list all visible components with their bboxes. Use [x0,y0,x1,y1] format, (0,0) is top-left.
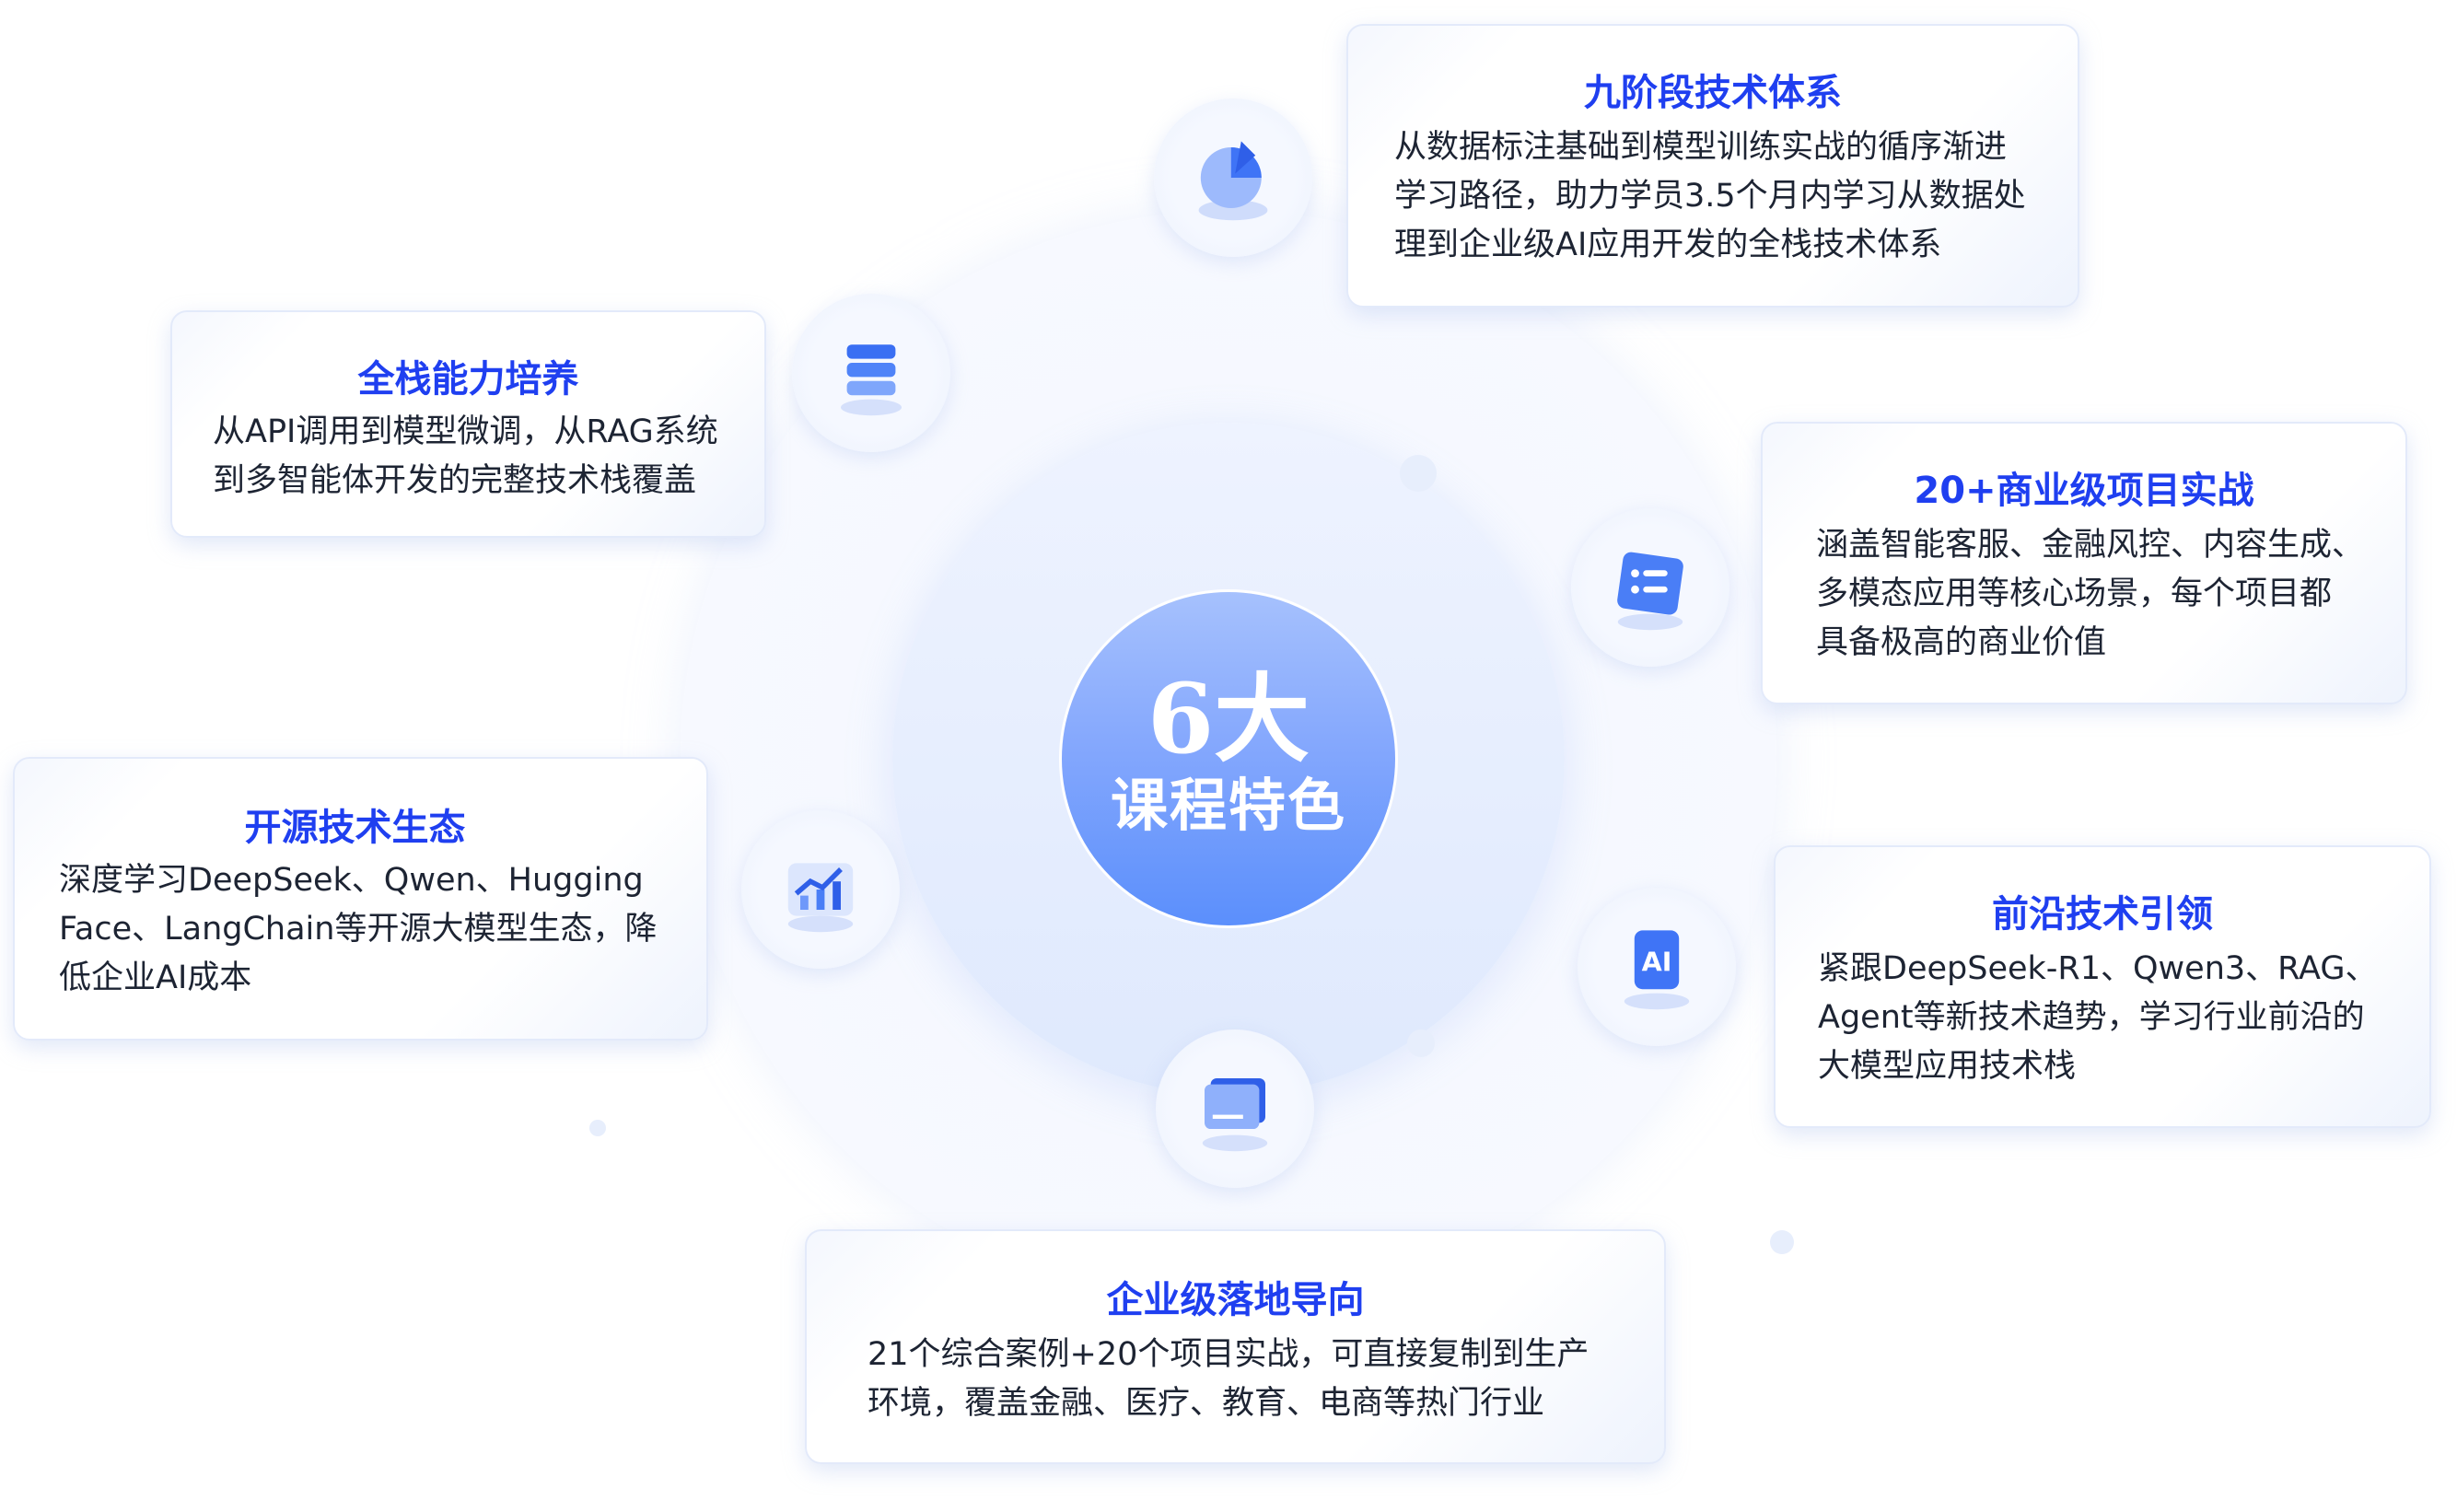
layers-icon [792,294,950,452]
card-title: 20+商业级项目实战 [1914,470,2254,512]
decor-dot [1770,1230,1794,1254]
card-line: 从API调用到模型微调，从RAG系统 [213,413,718,450]
card-line: 理到企业级AI应用开发的全栈技术体系 [1394,227,1942,263]
card-line: 环境，覆盖金融、医疗、教育、电商等热门行业 [868,1385,1545,1422]
decor-dot [1400,455,1437,492]
card-line: 紧跟DeepSeek-R1、Qwen3、RAG、 [1818,950,2378,987]
card-line: 学习路径，助力学员3.5个月内学习从数据处 [1394,178,2026,215]
feature-card-nine-stage: 九阶段技术体系 从数据标注基础到模型训练实战的循序渐进 学习路径，助力学员3.5… [1346,24,2079,308]
card-body: 紧跟DeepSeek-R1、Qwen3、RAG、 Agent等新技术趋势，学习行… [1818,945,2378,1091]
center-badge: 6大 课程特色 [1059,589,1398,928]
card-title: 全栈能力培养 [357,358,579,401]
card-body: 从数据标注基础到模型训练实战的循序渐进 学习路径，助力学员3.5个月内学习从数据… [1394,123,2026,270]
card-line: 大模型应用技术栈 [1818,1048,2077,1085]
card-body: 21个综合案例+20个项目实战，可直接复制到生产 环境，覆盖金融、医疗、教育、电… [868,1331,1589,1428]
feature-card-projects: 20+商业级项目实战 涵盖智能客服、金融风控、内容生成、 多模态应用等核心场景，… [1761,422,2407,704]
center-subtitle: 课程特色 [1110,771,1346,839]
monitor-icon [1156,1029,1314,1188]
center-title: 6大 [1147,661,1310,775]
card-line: 到多智能体开发的完整技术栈覆盖 [213,462,697,499]
decor-dot [589,1120,606,1136]
card-line: 深度学习DeepSeek、Qwen、Hugging [59,862,644,899]
feature-card-frontier: 前沿技术引领 紧跟DeepSeek-R1、Qwen3、RAG、 Agent等新技… [1774,845,2431,1128]
card-body: 从API调用到模型微调，从RAG系统 到多智能体开发的完整技术栈覆盖 [213,408,718,506]
card-line: 涵盖智能客服、金融风控、内容生成、 [1816,527,2365,564]
ai-icon-text: AI [1642,946,1672,977]
list-icon [1571,508,1729,667]
card-line: 具备极高的商业价值 [1816,624,2107,661]
card-line: 21个综合案例+20个项目实战，可直接复制到生产 [868,1336,1589,1373]
card-line: 多模态应用等核心场景，每个项目都 [1816,576,2333,612]
card-line: Agent等新技术趋势，学习行业前沿的 [1818,999,2365,1036]
card-title: 九阶段技术体系 [1584,72,1842,114]
card-body: 深度学习DeepSeek、Qwen、Hugging Face、LangChain… [59,856,657,1003]
card-line: Face、LangChain等开源大模型生态，降 [59,911,658,948]
feature-card-open-source: 开源技术生态 深度学习DeepSeek、Qwen、Hugging Face、La… [13,757,708,1041]
card-title: 企业级落地导向 [1106,1279,1365,1321]
card-line: 低企业AI成本 [59,960,252,996]
card-line: 从数据标注基础到模型训练实战的循序渐进 [1394,129,2008,166]
feature-card-fullstack: 全栈能力培养 从API调用到模型微调，从RAG系统 到多智能体开发的完整技术栈覆… [170,310,766,538]
trend-chart-icon [741,810,900,969]
feature-card-enterprise: 企业级落地导向 21个综合案例+20个项目实战，可直接复制到生产 环境，覆盖金融… [805,1229,1666,1464]
decor-dot [1407,1029,1435,1057]
ai-icon: AI [1578,888,1736,1046]
card-body: 涵盖智能客服、金融风控、内容生成、 多模态应用等核心场景，每个项目都 具备极高的… [1816,521,2364,668]
pie-chart-icon [1154,99,1312,257]
card-title: 前沿技术引领 [1992,893,2213,936]
card-title: 开源技术生态 [244,807,466,849]
